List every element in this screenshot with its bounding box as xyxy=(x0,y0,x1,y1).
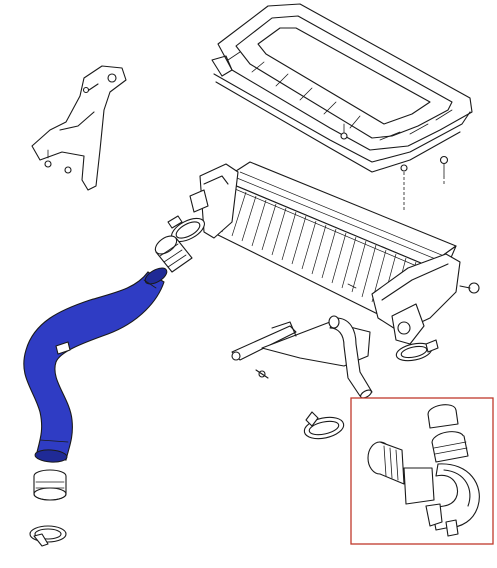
hose-clamp-bracket xyxy=(395,339,439,362)
detail-box-border xyxy=(350,397,494,545)
hose-clamp-middle xyxy=(303,411,345,440)
hose-clamp-lower xyxy=(29,525,67,547)
intercooler-shroud xyxy=(211,3,473,210)
intercooler-hose-highlighted xyxy=(23,267,168,463)
support-bracket xyxy=(231,315,373,399)
detail-inset xyxy=(350,397,494,545)
coupler-lower xyxy=(33,469,67,501)
elbow-pipe-detail xyxy=(367,404,480,537)
mounting-bracket xyxy=(31,65,127,191)
coupler-upper xyxy=(154,235,193,273)
intercooler-core xyxy=(189,161,480,345)
